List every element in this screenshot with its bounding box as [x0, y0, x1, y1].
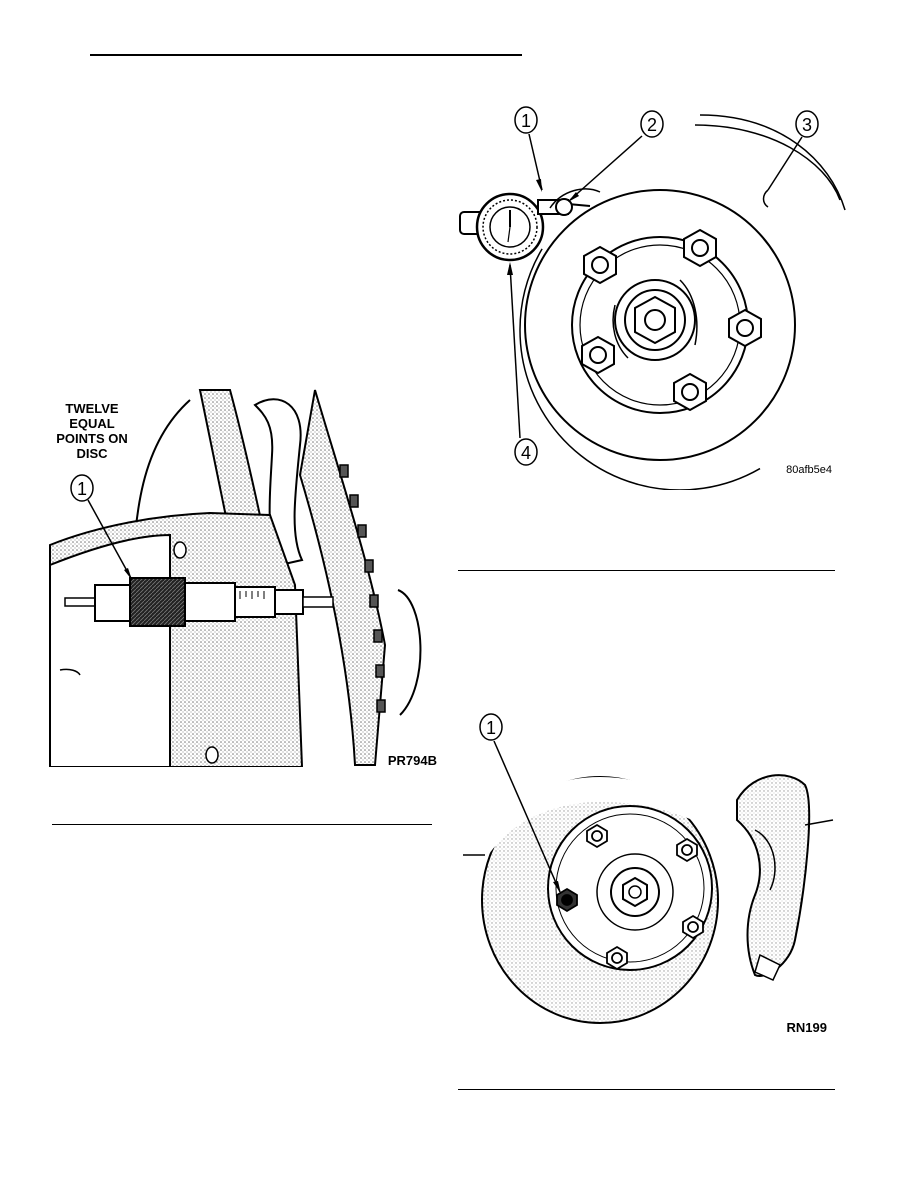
caption-line-3: POINTS ON — [56, 431, 128, 446]
caption-line-2: EQUAL — [69, 416, 115, 431]
wheel-hub-drawing — [519, 114, 846, 490]
figure-code-dial: 80afb5e4 — [786, 464, 832, 476]
micrometer-figure: 1 TWELVE EQUAL POINTS ON DISC PR794B — [49, 389, 437, 768]
micrometer-tool — [64, 577, 334, 627]
section-rule-right-bottom — [458, 1089, 835, 1090]
dial-indicator-tool — [459, 188, 601, 262]
header-rule — [90, 54, 522, 56]
svg-text:3: 3 — [802, 115, 812, 135]
svg-text:1: 1 — [77, 479, 87, 499]
rotor-vents — [339, 464, 386, 713]
callout-3-dial: 3 — [762, 110, 819, 208]
rotor-lug-nuts — [556, 823, 704, 971]
rotor-figure: 1 RN199 — [463, 713, 834, 1035]
svg-text:1: 1 — [486, 718, 496, 738]
brake-disc-drawing — [49, 389, 422, 767]
lug-nuts — [581, 228, 762, 412]
svg-text:1: 1 — [521, 111, 531, 131]
section-rule-right-top — [458, 570, 835, 571]
dial-indicator-figure: 1 2 3 4 80afb5e4 — [459, 106, 846, 490]
callout-1-micrometer: 1 — [70, 474, 133, 581]
rotor-drawing — [463, 774, 834, 1024]
svg-text:2: 2 — [647, 115, 657, 135]
caption-line-4: DISC — [76, 446, 108, 461]
callout-1-dial: 1 — [514, 106, 543, 192]
callout-4-dial: 4 — [507, 262, 538, 466]
figure-code-micrometer: PR794B — [388, 753, 437, 768]
section-rule-left — [52, 824, 432, 825]
callout-1-rotor: 1 — [479, 713, 561, 894]
svg-text:4: 4 — [521, 443, 531, 463]
figure-code-rotor: RN199 — [787, 1020, 827, 1035]
caption-line-1: TWELVE — [65, 401, 119, 416]
callout-2-dial: 2 — [568, 110, 664, 202]
